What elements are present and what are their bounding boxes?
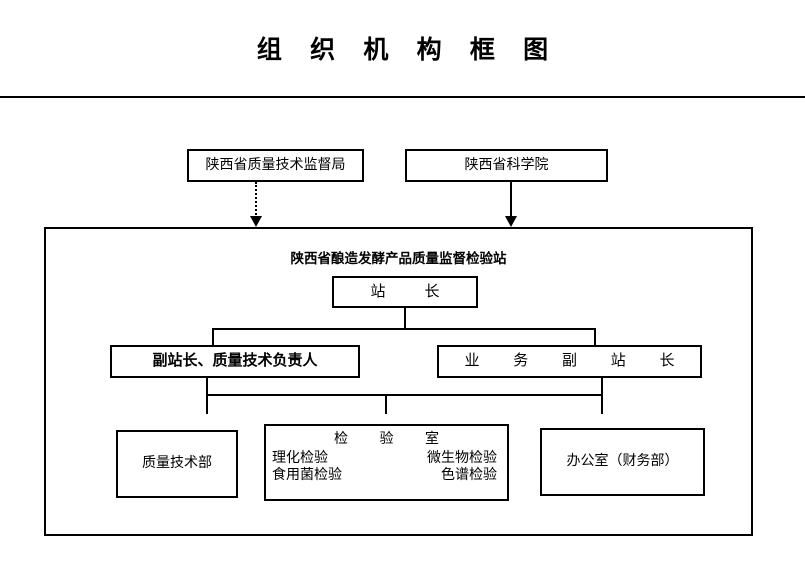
laboratory-section-edible-fungi: 食用菌检验 (272, 468, 342, 483)
laboratory-section-chromatography: 色谱检验 (441, 468, 497, 483)
arrowhead-down-icon (250, 216, 262, 227)
page-title: 组 织 机 构 框 图 (256, 37, 560, 64)
node-deputy-business-label: 业 务 副 站 长 (464, 353, 690, 370)
arrowhead-down-icon (505, 216, 517, 227)
node-director[interactable]: 站 长 (332, 276, 478, 308)
node-bureau-label: 陕西省质量技术监督局 (205, 157, 346, 173)
node-quality-dept-label: 质量技术部 (142, 456, 212, 472)
header-divider (0, 96, 805, 98)
laboratory-section-microbiology: 微生物检验 (427, 450, 497, 466)
connector-drop-office (601, 394, 603, 414)
laboratory-section-row: 理化检验 微生物检验 (266, 450, 507, 468)
connector-drop-quality-dept (206, 394, 208, 414)
node-office-label: 办公室（财务部） (566, 454, 679, 470)
node-laboratory-label: 检 验 室 (334, 432, 453, 447)
node-academy[interactable]: 陕西省科学院 (405, 149, 608, 182)
laboratory-section-row: 食用菌检验 色谱检验 (266, 467, 507, 485)
connector-stem-deputy-business (601, 378, 603, 395)
node-academy-label: 陕西省科学院 (464, 157, 549, 173)
laboratory-section-physchem: 理化检验 (272, 450, 328, 466)
node-director-label: 站 长 (370, 283, 452, 300)
connector-drop-laboratory (385, 394, 387, 414)
node-quality-dept[interactable]: 质量技术部 (116, 430, 238, 498)
node-deputy-quality[interactable]: 副站长、质量技术负责人 (110, 345, 360, 378)
organization-title: 陕西省酿造发酵产品质量监督检验站 (290, 251, 507, 266)
connector-deputy-bus (212, 328, 596, 330)
connector-drop-deputy-business (594, 328, 596, 346)
node-deputy-quality-label: 副站长、质量技术负责人 (152, 353, 318, 370)
node-bureau[interactable]: 陕西省质量技术监督局 (187, 149, 364, 182)
connector-director-stem (404, 308, 406, 329)
connector-academy-solid (510, 182, 512, 219)
connector-stem-deputy-quality (206, 378, 208, 395)
node-laboratory[interactable]: 检 验 室 理化检验 微生物检验 食用菌检验 色谱检验 (264, 424, 509, 501)
node-deputy-business[interactable]: 业 务 副 站 长 (437, 345, 702, 378)
node-office[interactable]: 办公室（财务部） (540, 428, 705, 496)
connector-drop-deputy-quality (212, 328, 214, 346)
connector-bureau-dotted (255, 182, 257, 219)
connector-department-bus (206, 394, 603, 396)
